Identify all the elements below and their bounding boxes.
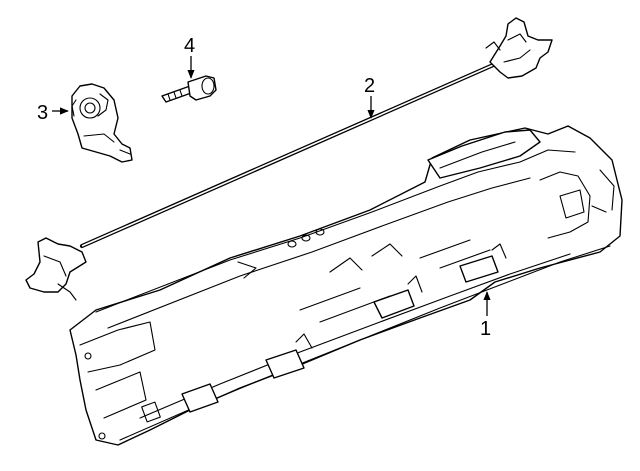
bolt bbox=[161, 75, 217, 103]
callout-4: 4 bbox=[184, 35, 195, 57]
housing-rail bbox=[69, 125, 623, 446]
callout-1: 1 bbox=[480, 318, 491, 340]
callout-2: 2 bbox=[364, 75, 375, 97]
release-cable bbox=[79, 59, 503, 249]
lock-actuator bbox=[71, 83, 133, 163]
cable-end-left bbox=[25, 237, 87, 301]
cable-end-right bbox=[485, 17, 553, 79]
callout-3: 3 bbox=[37, 102, 48, 124]
